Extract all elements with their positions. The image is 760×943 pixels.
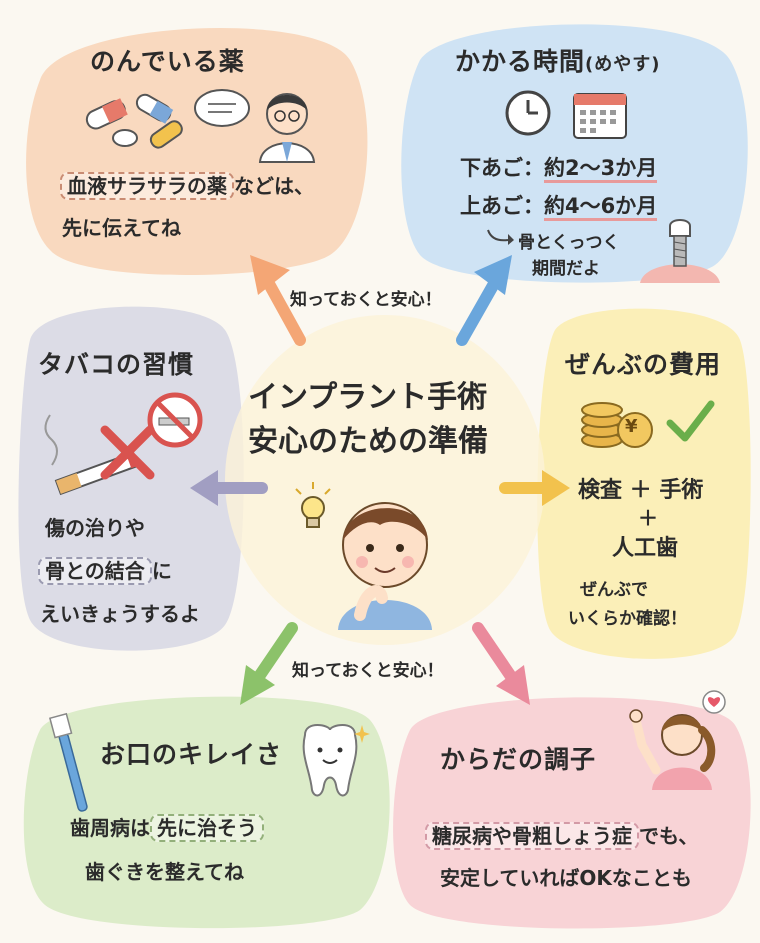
lightbulb-icon bbox=[295, 482, 331, 528]
card-time-title-note: (めやす) bbox=[585, 54, 661, 75]
clock-icon bbox=[505, 90, 551, 136]
check-icon bbox=[666, 400, 715, 442]
card-cost-line2: 人工歯 bbox=[612, 536, 679, 561]
coins-icon bbox=[581, 402, 653, 448]
card-time-lower-label: 下あご： bbox=[460, 156, 544, 180]
pills-icon bbox=[85, 93, 183, 149]
calendar-icon bbox=[573, 93, 627, 139]
card-oral-line2: 歯ぐきを整えてね bbox=[85, 860, 244, 884]
curved-arrow-icon bbox=[487, 229, 514, 245]
connector-label-bottom: 知っておくと安心！ bbox=[292, 661, 444, 681]
tooth-icon bbox=[302, 724, 370, 797]
card-oral-title: お口のキレイさ bbox=[100, 740, 283, 769]
card-cost-plus: ＋ bbox=[638, 506, 658, 530]
card-body-line2: 安定していればOKなことも bbox=[440, 866, 692, 890]
card-cost-line1: 検査 ＋ 手術 bbox=[578, 478, 704, 503]
card-tobacco-line1: 傷の治りや bbox=[45, 516, 145, 540]
card-medicine-highlight: 血液サラサラの薬 bbox=[60, 172, 234, 200]
card-body-text-after: でも、 bbox=[639, 824, 699, 848]
card-time-lower-value: 約2〜3か月 bbox=[544, 156, 658, 183]
toothbrush-icon bbox=[48, 712, 88, 812]
card-time-title: かかる時間 bbox=[455, 47, 586, 76]
card-cost-note-line1: ぜんぶで bbox=[580, 580, 648, 600]
card-body-title: からだの調子 bbox=[440, 745, 597, 774]
card-tobacco-title: タバコの習慣 bbox=[38, 350, 195, 379]
card-medicine-title: のんでいる薬 bbox=[90, 47, 245, 76]
yen-symbol: ¥ bbox=[625, 416, 638, 437]
cigarette-icon bbox=[44, 414, 155, 496]
doctor-avatar bbox=[258, 93, 316, 163]
implant-icon bbox=[640, 219, 720, 283]
card-oral-highlight: 先に治そう bbox=[150, 814, 264, 842]
boy-avatar bbox=[338, 502, 432, 630]
card-time-upper-value: 約4〜6か月 bbox=[544, 194, 658, 221]
center-title-line1: インプラント手術 bbox=[248, 380, 488, 415]
center-title-line2: 安心のための準備 bbox=[248, 424, 488, 459]
card-cost-title: ぜんぶの費用 bbox=[565, 350, 722, 379]
card-body-highlight: 糖尿病や骨粗しょう症 bbox=[425, 822, 639, 850]
no-smoking-icon bbox=[147, 392, 203, 448]
card-tobacco-highlight: 骨との結合 bbox=[38, 557, 152, 585]
card-time-upper-label: 上あご： bbox=[460, 194, 544, 218]
card-medicine-text-after: などは、 bbox=[234, 174, 314, 198]
card-tobacco-line2-after: に bbox=[151, 559, 172, 583]
card-cost-note-line2: いくらか確認！ bbox=[568, 609, 687, 629]
card-time-note-line2: 期間だよ bbox=[532, 259, 600, 279]
speech-bubble-icon bbox=[194, 89, 250, 127]
card-oral-text-before: 歯周病は bbox=[70, 816, 150, 840]
card-medicine-line2: 先に伝えてね bbox=[62, 216, 181, 240]
connector-label-top: 知っておくと安心！ bbox=[290, 290, 442, 310]
woman-avatar bbox=[629, 690, 726, 790]
card-tobacco-line3: えいきょうするよ bbox=[40, 602, 200, 626]
card-time-note-line1: 骨とくっつく bbox=[518, 233, 620, 253]
